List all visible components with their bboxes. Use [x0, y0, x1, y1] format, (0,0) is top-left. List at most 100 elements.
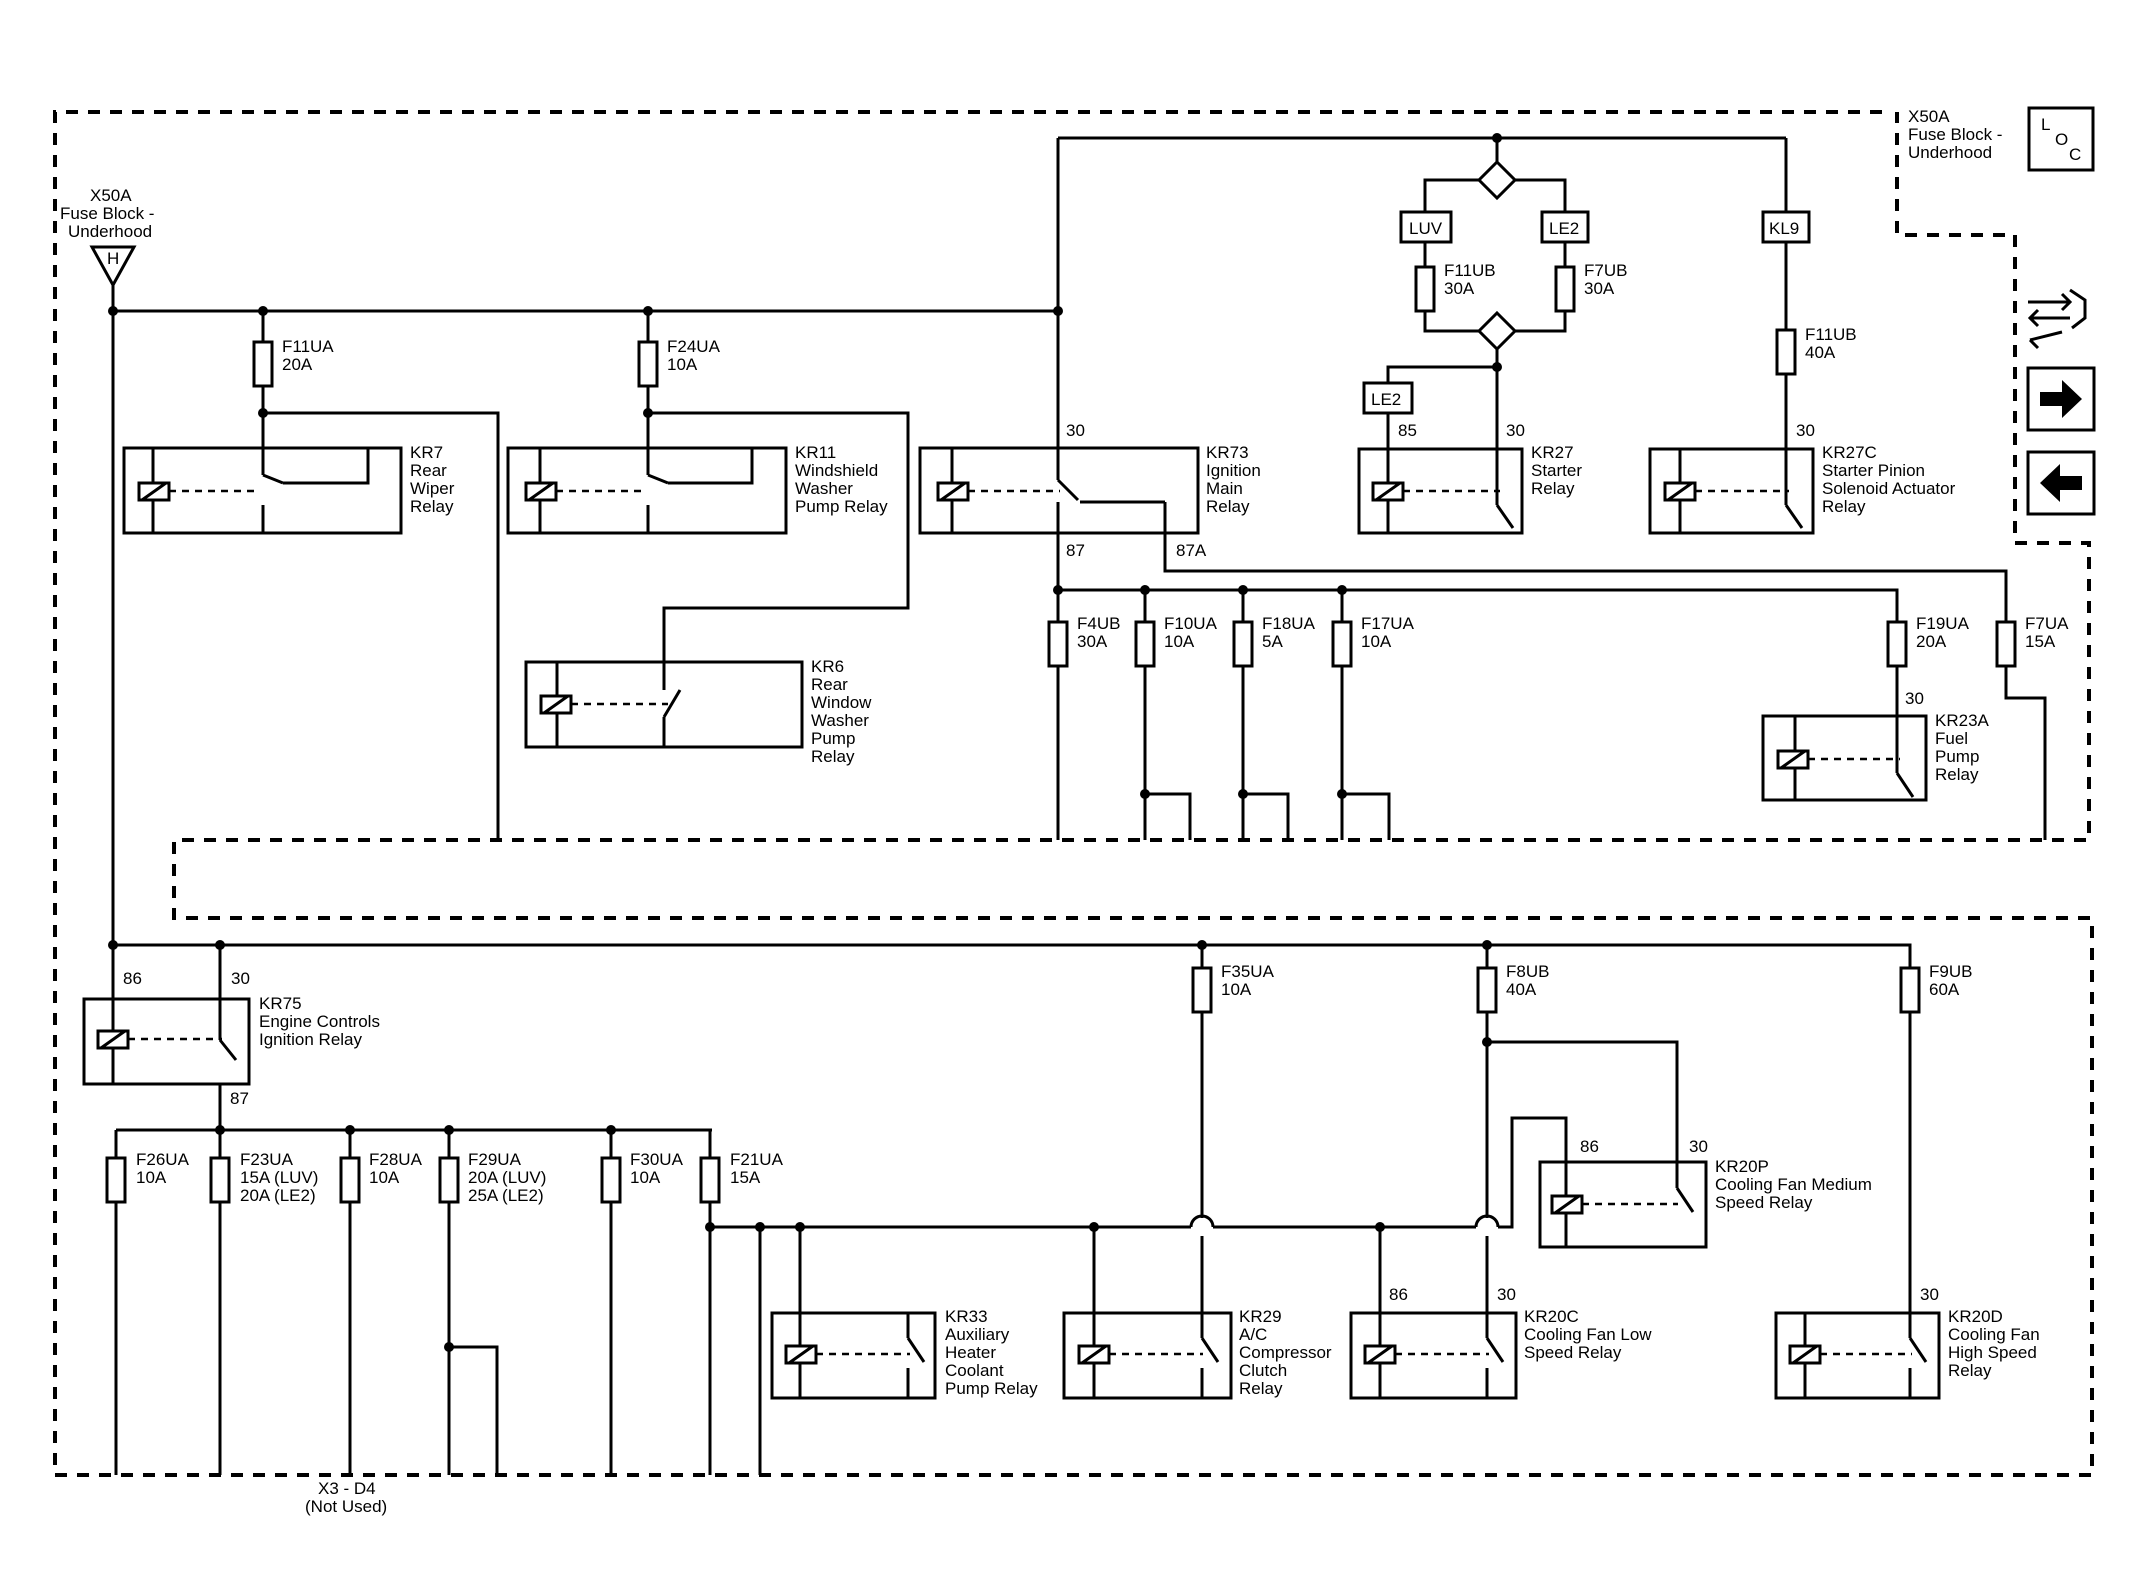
svg-text:10A: 10A: [1361, 632, 1392, 651]
svg-text:20A: 20A: [282, 355, 313, 374]
relay-kr6: [524, 660, 804, 749]
svg-text:L: L: [2041, 115, 2050, 134]
svg-text:F35UA: F35UA: [1221, 962, 1275, 981]
svg-text:O: O: [2055, 130, 2068, 149]
svg-text:F7UB: F7UB: [1584, 261, 1627, 280]
svg-text:F17UA: F17UA: [1361, 614, 1415, 633]
relay-kr27: [1357, 447, 1524, 535]
svg-text:X3 - D4: X3 - D4: [318, 1479, 376, 1498]
svg-text:F7UA: F7UA: [2025, 614, 2069, 633]
svg-text:A/C: A/C: [1239, 1325, 1267, 1344]
svg-text:F10UA: F10UA: [1164, 614, 1218, 633]
fuse-f35ua: [1191, 966, 1213, 1014]
svg-text:F11UB: F11UB: [1805, 325, 1857, 344]
fuse-f24ua: [637, 340, 659, 388]
svg-text:10A: 10A: [136, 1168, 167, 1187]
connector-tool-icon[interactable]: [2027, 288, 2087, 350]
fuse-f7ub: [1554, 265, 1576, 313]
svg-text:KR6: KR6: [811, 657, 844, 676]
connector-x3-d4: X3 - D4 (Not Used): [305, 1479, 387, 1516]
svg-text:Pump: Pump: [1935, 747, 1979, 766]
svg-text:LE2: LE2: [1371, 390, 1401, 409]
svg-text:Fuse Block -: Fuse Block -: [60, 204, 154, 223]
svg-text:30: 30: [1796, 421, 1815, 440]
svg-text:15A (LUV): 15A (LUV): [240, 1168, 318, 1187]
svg-text:LE2: LE2: [1549, 219, 1579, 238]
svg-text:F18UA: F18UA: [1262, 614, 1316, 633]
relay-kr75: [82, 997, 251, 1125]
svg-text:KR29: KR29: [1239, 1307, 1282, 1326]
svg-text:30: 30: [1066, 421, 1085, 440]
relay-kr33: [770, 1311, 937, 1400]
svg-text:Wiper: Wiper: [410, 479, 455, 498]
arrow-left-icon[interactable]: [2026, 450, 2096, 516]
svg-text:40A: 40A: [1805, 343, 1836, 362]
svg-text:F11UA: F11UA: [282, 337, 334, 356]
svg-text:Relay: Relay: [1239, 1379, 1283, 1398]
svg-text:Rear: Rear: [410, 461, 447, 480]
svg-text:Ignition Relay: Ignition Relay: [259, 1030, 363, 1049]
lower-bus: [113, 943, 1912, 968]
svg-text:30A: 30A: [1584, 279, 1615, 298]
fuse-f9ub: [1899, 966, 1921, 1014]
svg-text:10A: 10A: [1221, 980, 1252, 999]
svg-text:10A: 10A: [1164, 632, 1195, 651]
svg-text:KR73: KR73: [1206, 443, 1249, 462]
relay-kr29: [1062, 1311, 1233, 1400]
svg-text:Heater: Heater: [945, 1343, 996, 1362]
svg-text:Relay: Relay: [1822, 497, 1866, 516]
svg-text:30: 30: [1506, 421, 1525, 440]
option-le2-left: LE2: [1362, 381, 1414, 415]
svg-text:Clutch: Clutch: [1239, 1361, 1287, 1380]
svg-text:F19UA: F19UA: [1916, 614, 1970, 633]
fuse-f10ua: [1134, 620, 1156, 668]
svg-text:F8UB: F8UB: [1506, 962, 1549, 981]
svg-text:10A: 10A: [630, 1168, 661, 1187]
svg-text:Pump Relay: Pump Relay: [945, 1379, 1038, 1398]
svg-text:86: 86: [1389, 1285, 1408, 1304]
svg-text:Speed Relay: Speed Relay: [1715, 1193, 1813, 1212]
svg-text:Fuse Block -: Fuse Block -: [1908, 125, 2002, 144]
svg-text:15A: 15A: [730, 1168, 761, 1187]
relay-kr23a: [1761, 714, 1928, 802]
svg-text:86: 86: [1580, 1137, 1599, 1156]
fuse-f19ua: [1886, 620, 1908, 668]
fuse-f7ua: [1995, 620, 2017, 668]
svg-text:KR7: KR7: [410, 443, 443, 462]
svg-text:F21UA: F21UA: [730, 1150, 784, 1169]
fuse-f18ua: [1232, 620, 1254, 668]
svg-text:Compressor: Compressor: [1239, 1343, 1332, 1362]
svg-text:25A (LE2): 25A (LE2): [468, 1186, 544, 1205]
svg-text:F9UB: F9UB: [1929, 962, 1972, 981]
svg-text:60A: 60A: [1929, 980, 1960, 999]
svg-text:KR11: KR11: [795, 443, 836, 462]
svg-text:5A: 5A: [1262, 632, 1283, 651]
svg-text:87: 87: [230, 1089, 249, 1108]
fuse-f4ub: [1047, 620, 1069, 668]
svg-text:Coolant: Coolant: [945, 1361, 1004, 1380]
fuse-f17ua: [1331, 620, 1353, 668]
svg-text:Relay: Relay: [410, 497, 454, 516]
svg-text:KR75: KR75: [259, 994, 302, 1013]
svg-text:Ignition: Ignition: [1206, 461, 1261, 480]
relay-kr7: [122, 413, 403, 535]
svg-text:Pump Relay: Pump Relay: [795, 497, 888, 516]
svg-text:Washer: Washer: [795, 479, 853, 498]
svg-text:Pump: Pump: [811, 729, 855, 748]
svg-text:Relay: Relay: [1948, 1361, 1992, 1380]
fuse-f11ub-kl9: [1775, 328, 1797, 376]
svg-text:30: 30: [1497, 1285, 1516, 1304]
relay-kr20d: [1774, 1311, 1941, 1400]
option-luv: LUV: [1399, 210, 1453, 244]
svg-text:KR27C: KR27C: [1822, 443, 1877, 462]
fuse-f26ua: [105, 1156, 127, 1204]
loc-button[interactable]: L O C: [2027, 106, 2095, 172]
svg-text:Underhood: Underhood: [1908, 143, 1992, 162]
feed-terminal: H: [89, 245, 137, 289]
arrow-right-icon[interactable]: [2026, 366, 2096, 432]
svg-text:Relay: Relay: [1206, 497, 1250, 516]
svg-text:40A: 40A: [1506, 980, 1537, 999]
svg-text:Rear: Rear: [811, 675, 848, 694]
svg-text:20A (LE2): 20A (LE2): [240, 1186, 316, 1205]
